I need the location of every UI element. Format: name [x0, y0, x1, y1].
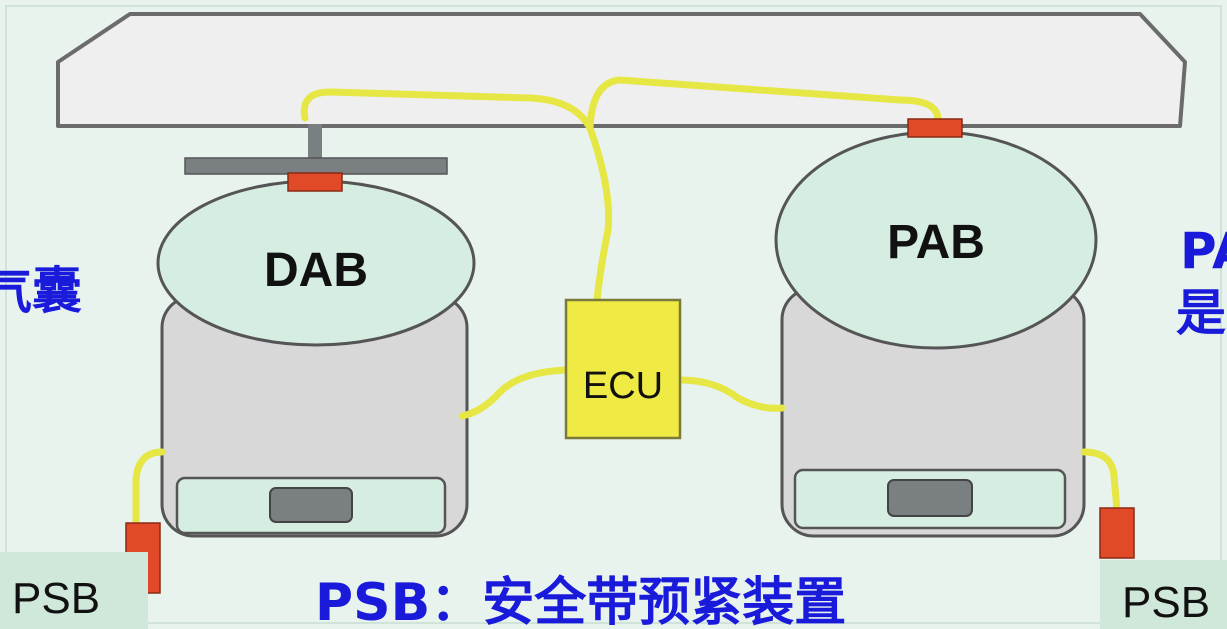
wire-driver-seat-to-psb [132, 448, 166, 534]
right-edge-text-top: PA [1180, 222, 1227, 280]
steering-wheel [184, 157, 448, 175]
wire-junction-to-ecu [586, 124, 613, 304]
diagram-frame [5, 5, 1222, 624]
pab-label: PAB [887, 216, 985, 269]
ecu-label: ECU [583, 365, 663, 407]
psb-left-label: PSB [12, 574, 100, 623]
wire-ecu-to-driver-seat [458, 366, 570, 420]
pab-connector [907, 118, 963, 138]
passenger-seat [780, 286, 1086, 538]
dab-connector [287, 172, 343, 192]
driver-seat [160, 294, 469, 538]
wire-passenger-seat-to-psb [1080, 448, 1121, 514]
wire-dab-to-junction [300, 88, 594, 132]
wire-ecu-to-passenger-seat [676, 376, 786, 412]
psb-right-connector [1099, 507, 1135, 559]
wire-junction-to-pab [586, 76, 942, 132]
right-edge-text-bottom: 是 [1176, 284, 1226, 342]
left-edge-text: 气囊 [0, 262, 82, 320]
steering-column [308, 124, 322, 160]
psb-right-box [1100, 560, 1227, 629]
driver-seat-buckle [269, 487, 353, 523]
psb-right-label: PSB [1122, 578, 1210, 627]
dashboard-panel [56, 12, 1187, 128]
dab-label: DAB [264, 244, 368, 297]
psb-left-box [0, 552, 148, 629]
ecu-box [564, 298, 682, 440]
wiring-harness [132, 76, 1121, 534]
passenger-seat-buckle [887, 479, 973, 517]
psb-caption: PSB：安全带预紧装置 [315, 573, 846, 629]
